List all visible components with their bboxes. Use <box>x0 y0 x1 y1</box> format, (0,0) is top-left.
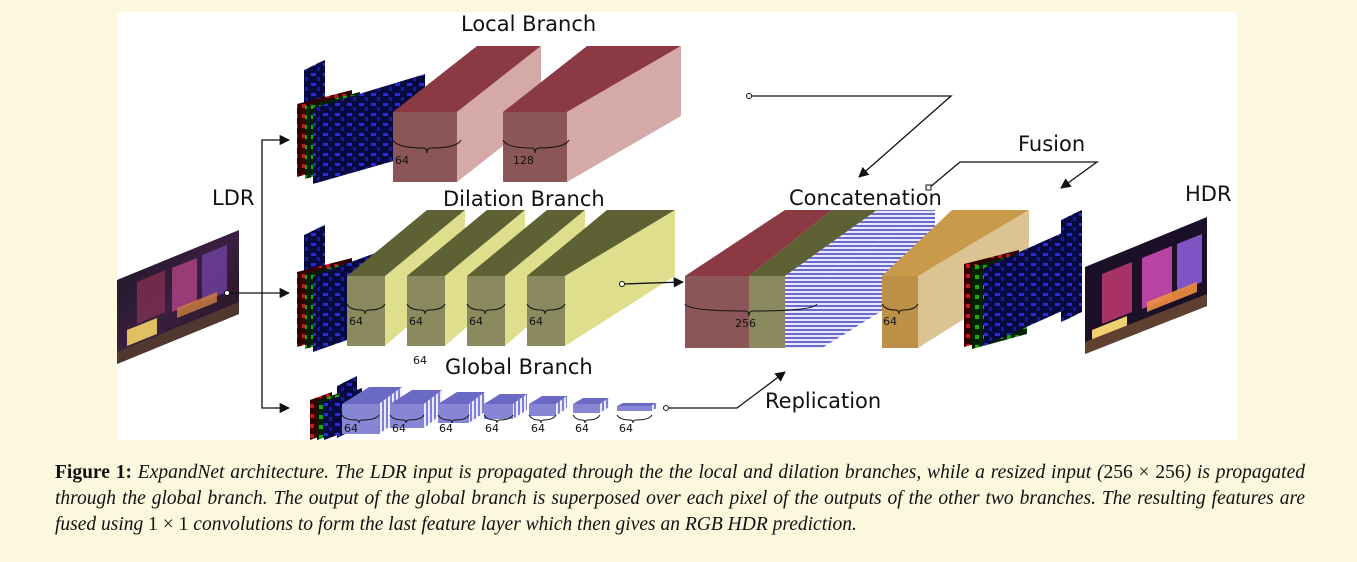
fusion-node <box>925 184 932 191</box>
local-brace-2 <box>502 139 570 154</box>
global-block-5 <box>529 396 567 416</box>
global-channels-7: 64 <box>619 422 633 435</box>
concat-brace <box>684 303 818 317</box>
caption-conv: 1 × 1 <box>148 514 189 535</box>
input-arrows <box>227 134 291 414</box>
local-channels-1: 64 <box>395 154 409 167</box>
ldr-input-image <box>117 230 239 364</box>
local-channels-2: 128 <box>513 154 534 167</box>
dilation-to-concat-arrow <box>619 277 685 288</box>
hdr-output-image <box>1085 217 1207 354</box>
caption-label: Figure 1: <box>55 462 132 483</box>
figure-caption: Figure 1: ExpandNet architecture. The LD… <box>55 460 1305 538</box>
fusion-arrows <box>928 161 1100 189</box>
local-to-concat-arrow <box>746 93 953 178</box>
global-extra-channels: 64 <box>413 354 427 367</box>
dilation-block-4 <box>527 210 675 346</box>
ldr-label: LDR <box>212 186 254 210</box>
dilation-braces <box>346 303 566 315</box>
concatenation-label: Concatenation <box>789 186 942 210</box>
dilation-channels-3: 64 <box>469 315 483 328</box>
fusion-brace <box>881 303 919 315</box>
global-branch-label: Global Branch <box>445 355 593 379</box>
caption-size: 256 × 256 <box>1103 462 1185 483</box>
global-channels-4: 64 <box>485 422 499 435</box>
local-branch-label: Local Branch <box>461 12 596 36</box>
global-channels-2: 64 <box>392 422 406 435</box>
global-block-4 <box>484 394 527 419</box>
global-channels-1: 64 <box>344 422 358 435</box>
local-brace-1 <box>392 139 462 154</box>
dilation-channels-4: 64 <box>529 315 543 328</box>
replication-arrow <box>663 371 786 411</box>
architecture-diagram: LDR Local Branch 64 128 Dilation Branch <box>117 12 1232 440</box>
caption-text-3: convolutions to form the last feature la… <box>188 514 857 535</box>
dilation-channels-1: 64 <box>349 315 363 328</box>
local-block-2 <box>503 46 681 182</box>
input-node <box>224 290 230 296</box>
global-block-6 <box>573 398 609 413</box>
global-block-7 <box>617 403 657 411</box>
fusion-label: Fusion <box>1018 132 1085 156</box>
concat-channels: 256 <box>735 317 756 330</box>
fusion-channels: 64 <box>883 315 897 328</box>
caption-text-2: ) is propagated through the global branc… <box>55 462 1305 535</box>
caption-text-1: ExpandNet architecture. The LDR input is… <box>131 462 1104 483</box>
global-channels-5: 64 <box>531 422 545 435</box>
global-channels-6: 64 <box>575 422 589 435</box>
global-channels-3: 64 <box>439 422 453 435</box>
dilation-branch-label: Dilation Branch <box>443 187 605 211</box>
architecture-figure: LDR Local Branch 64 128 Dilation Branch <box>117 12 1237 440</box>
output-features <box>964 210 1082 349</box>
global-braces <box>341 414 653 424</box>
hdr-label: HDR <box>1185 182 1232 206</box>
global-block-3 <box>438 392 485 423</box>
concat-block <box>685 210 935 348</box>
global-block-2 <box>390 390 442 428</box>
dilation-channels-2: 64 <box>409 315 423 328</box>
replication-label: Replication <box>765 389 881 413</box>
